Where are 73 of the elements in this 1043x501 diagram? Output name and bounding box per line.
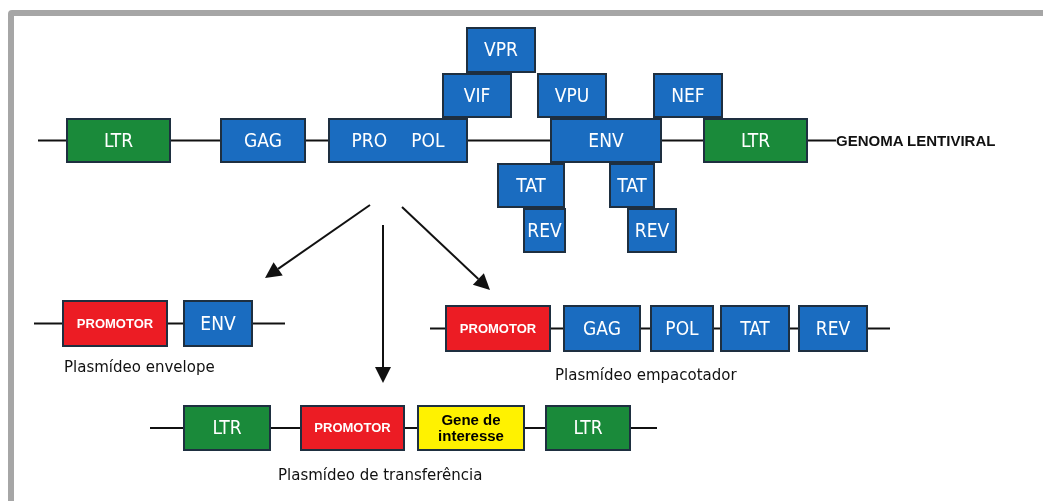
gene-label: PROMOTOR: [314, 421, 391, 435]
gene-label: NEF: [671, 85, 705, 106]
dna-line: [640, 327, 651, 330]
gene-box: [466, 27, 536, 73]
gene-box: [417, 405, 525, 451]
gene-label: REV: [634, 220, 670, 241]
gene-label: ENV: [588, 130, 624, 151]
gene-box: [183, 300, 253, 347]
dna-line: [252, 322, 286, 325]
gene-box: [537, 73, 607, 118]
gene-label: Gene de interesse: [437, 412, 505, 444]
gene-box: [653, 73, 723, 118]
dna-line: [467, 139, 551, 142]
gene-box: [62, 300, 168, 347]
dna-line: [305, 139, 329, 142]
dna-line: [170, 139, 221, 142]
gene-label: REV: [815, 318, 851, 339]
gene-label: POL: [665, 318, 699, 339]
gene-box: [497, 163, 565, 208]
gene-box: [609, 163, 655, 208]
plasmid-caption: Plasmídeo envelope: [64, 358, 215, 376]
gene-label: PRO: [351, 130, 388, 151]
gene-label: ENV: [200, 313, 236, 334]
gene-label: POL: [411, 130, 445, 151]
gene-box: [703, 118, 808, 163]
gene-box: [220, 118, 306, 163]
dna-line: [149, 427, 184, 429]
dna-line: [37, 139, 67, 142]
gene-label: LTR: [212, 418, 242, 438]
dna-line: [867, 327, 891, 330]
gene-label: VIF: [463, 85, 491, 106]
gene-label: TAT: [516, 175, 546, 196]
dna-line: [270, 427, 301, 429]
dna-line: [524, 427, 546, 429]
dna-line: [404, 427, 418, 429]
dna-line: [630, 427, 658, 429]
gene-box: [442, 73, 512, 118]
gene-label: PROMOTOR: [76, 316, 154, 331]
plasmid-caption: Plasmídeo empacotador: [555, 366, 737, 384]
gene-box: [183, 405, 271, 451]
gene-label: LTR: [573, 418, 603, 438]
gene-box: [445, 305, 551, 352]
gene-label: LTR: [103, 130, 134, 151]
dna-line: [807, 139, 837, 142]
dna-line: [550, 327, 564, 330]
dna-line: [713, 327, 721, 330]
gene-box: [545, 405, 631, 451]
gene-label: TAT: [617, 175, 647, 196]
gene-box: [563, 305, 641, 352]
gene-label: PROMOTOR: [459, 321, 537, 336]
gene-label: LTR: [740, 130, 771, 151]
gene-label: GAG: [583, 318, 621, 339]
gene-box: [66, 118, 171, 163]
gene-label: VPR: [484, 40, 518, 60]
gene-box: [650, 305, 714, 352]
gene-box: [550, 118, 662, 163]
plasmid-caption: Plasmídeo de transferência: [278, 466, 483, 484]
dna-line: [33, 322, 63, 325]
gene-box: [328, 118, 468, 163]
dna-line: [661, 139, 704, 142]
dna-line: [167, 322, 184, 325]
genome-title: GENOMA LENTIVIRAL: [836, 132, 996, 149]
gene-label: TAT: [740, 318, 770, 339]
gene-label: REV: [527, 220, 562, 241]
gene-label: GAG: [244, 130, 282, 151]
gene-box: [627, 208, 677, 253]
gene-box: [798, 305, 868, 352]
dna-line: [429, 327, 446, 330]
gene-box: [720, 305, 790, 352]
gene-box: [300, 405, 405, 451]
gene-box: [523, 208, 566, 253]
dna-line: [789, 327, 799, 330]
gene-label: VPU: [554, 85, 590, 106]
